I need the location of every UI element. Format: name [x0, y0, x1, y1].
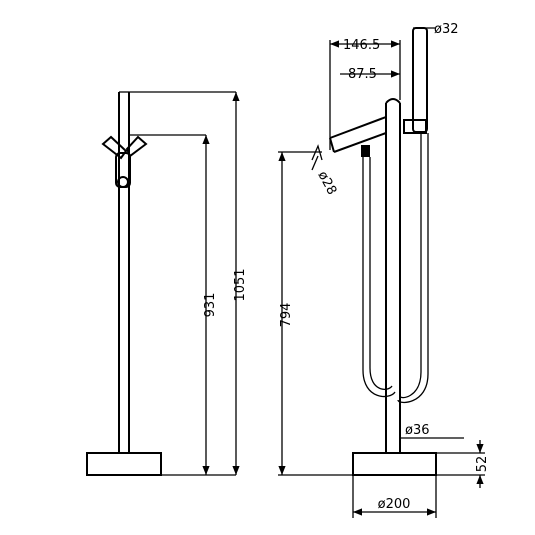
- spout-reach-dimension: 146.5: [329, 38, 401, 150]
- pillar-diameter-label: ø36: [405, 423, 430, 438]
- base-diameter-dimension: ø200: [352, 475, 437, 518]
- total-height-dimension: 1051: [232, 92, 248, 475]
- spout-diameter-dimension: ø28: [311, 155, 339, 198]
- base-height-label: 52: [475, 456, 490, 473]
- spout-reach-label: 146.5: [343, 38, 380, 53]
- base-height-dimension: 52: [436, 440, 490, 488]
- handset-diameter-dimension: ø32: [413, 22, 459, 37]
- handle-offset-label: 87.5: [348, 67, 377, 82]
- spout-diameter-label: ø28: [314, 169, 339, 198]
- side-extension-lines: [129, 91, 236, 476]
- front-spout: [311, 116, 387, 161]
- side-handle: [101, 135, 148, 188]
- hose-connector: [361, 145, 370, 157]
- handset-diameter-label: ø32: [434, 22, 459, 37]
- base-diameter-label: ø200: [378, 497, 411, 512]
- side-base: [86, 452, 162, 476]
- front-base: [352, 452, 437, 476]
- spout-height-dimension: 931: [202, 135, 218, 475]
- front-pillar: [385, 98, 401, 453]
- front-view: 146.5 87.5 ø32 ø28 794 ø36: [278, 22, 490, 518]
- total-height-label: 1051: [233, 268, 248, 301]
- hand-shower: [403, 27, 428, 134]
- pillar-diameter-dimension: ø36: [400, 423, 464, 439]
- outlet-height-dimension: 794: [278, 151, 353, 476]
- side-view: 931 1051: [86, 91, 248, 476]
- outlet-height-label: 794: [279, 303, 294, 328]
- spout-height-label: 931: [203, 293, 218, 318]
- handle-offset-dimension: 87.5: [340, 67, 400, 82]
- shower-hose: [362, 133, 429, 404]
